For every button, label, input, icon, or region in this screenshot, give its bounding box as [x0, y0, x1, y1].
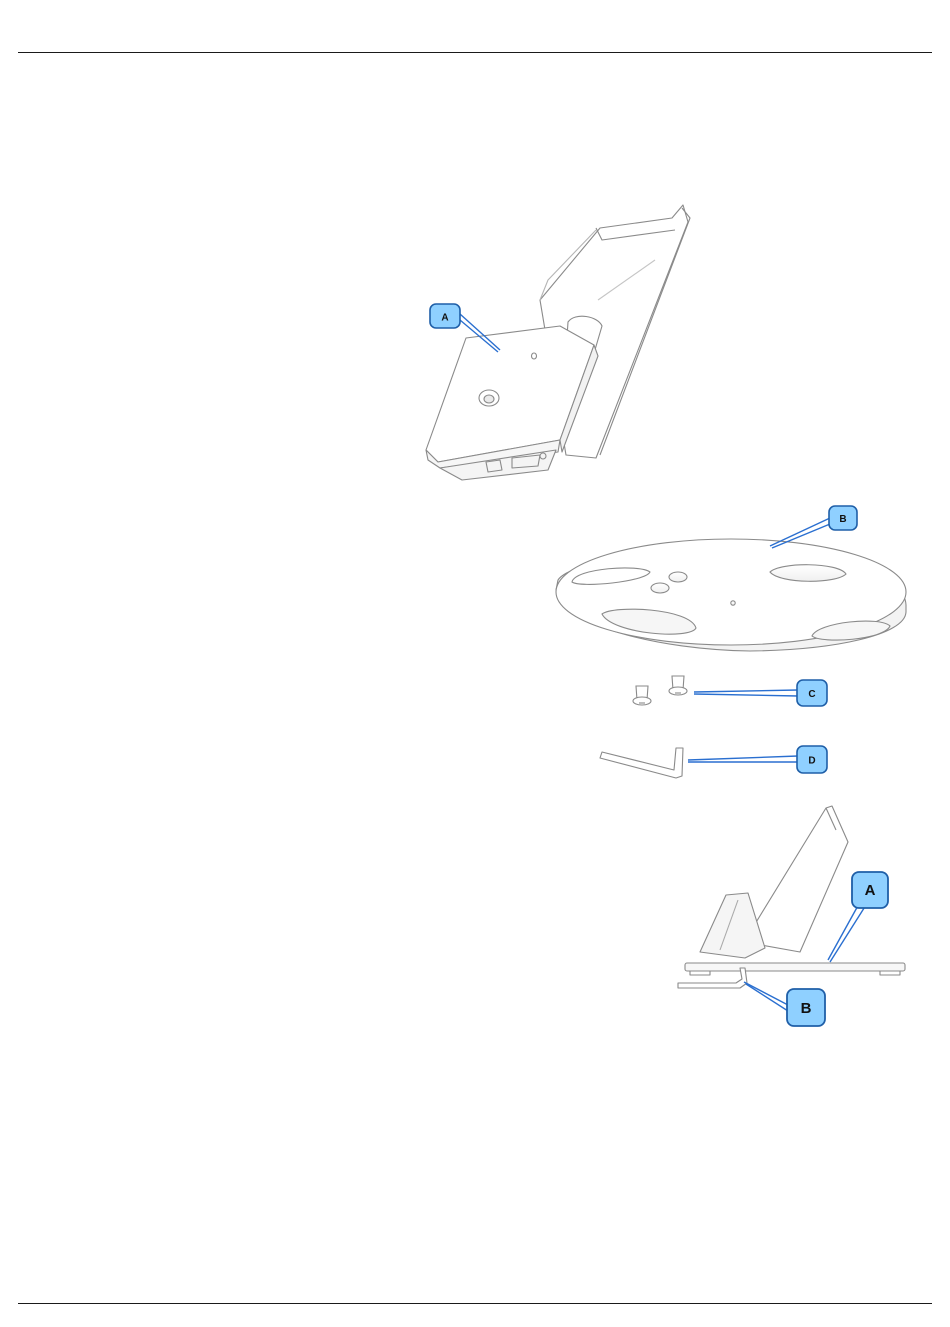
callout-c-fig2: C [797, 680, 827, 706]
callout-d-fig2: D [797, 746, 827, 773]
callout-a-fig3: A [852, 872, 888, 908]
callout-b-fig2: B [829, 506, 857, 530]
callout-a-fig1: A [430, 304, 460, 328]
stand-illustration [426, 205, 690, 480]
svg-text:A: A [441, 313, 448, 324]
svg-text:A: A [865, 882, 876, 899]
footer-rule [18, 1303, 932, 1304]
hex-key-illustration [600, 748, 683, 778]
svg-text:B: B [839, 514, 846, 525]
screws-illustration [633, 676, 687, 705]
svg-text:C: C [808, 689, 815, 700]
svg-text:B: B [801, 1000, 812, 1017]
callout-b-fig3: B [787, 989, 825, 1026]
svg-text:D: D [808, 756, 815, 767]
base-plate-illustration [556, 539, 906, 651]
